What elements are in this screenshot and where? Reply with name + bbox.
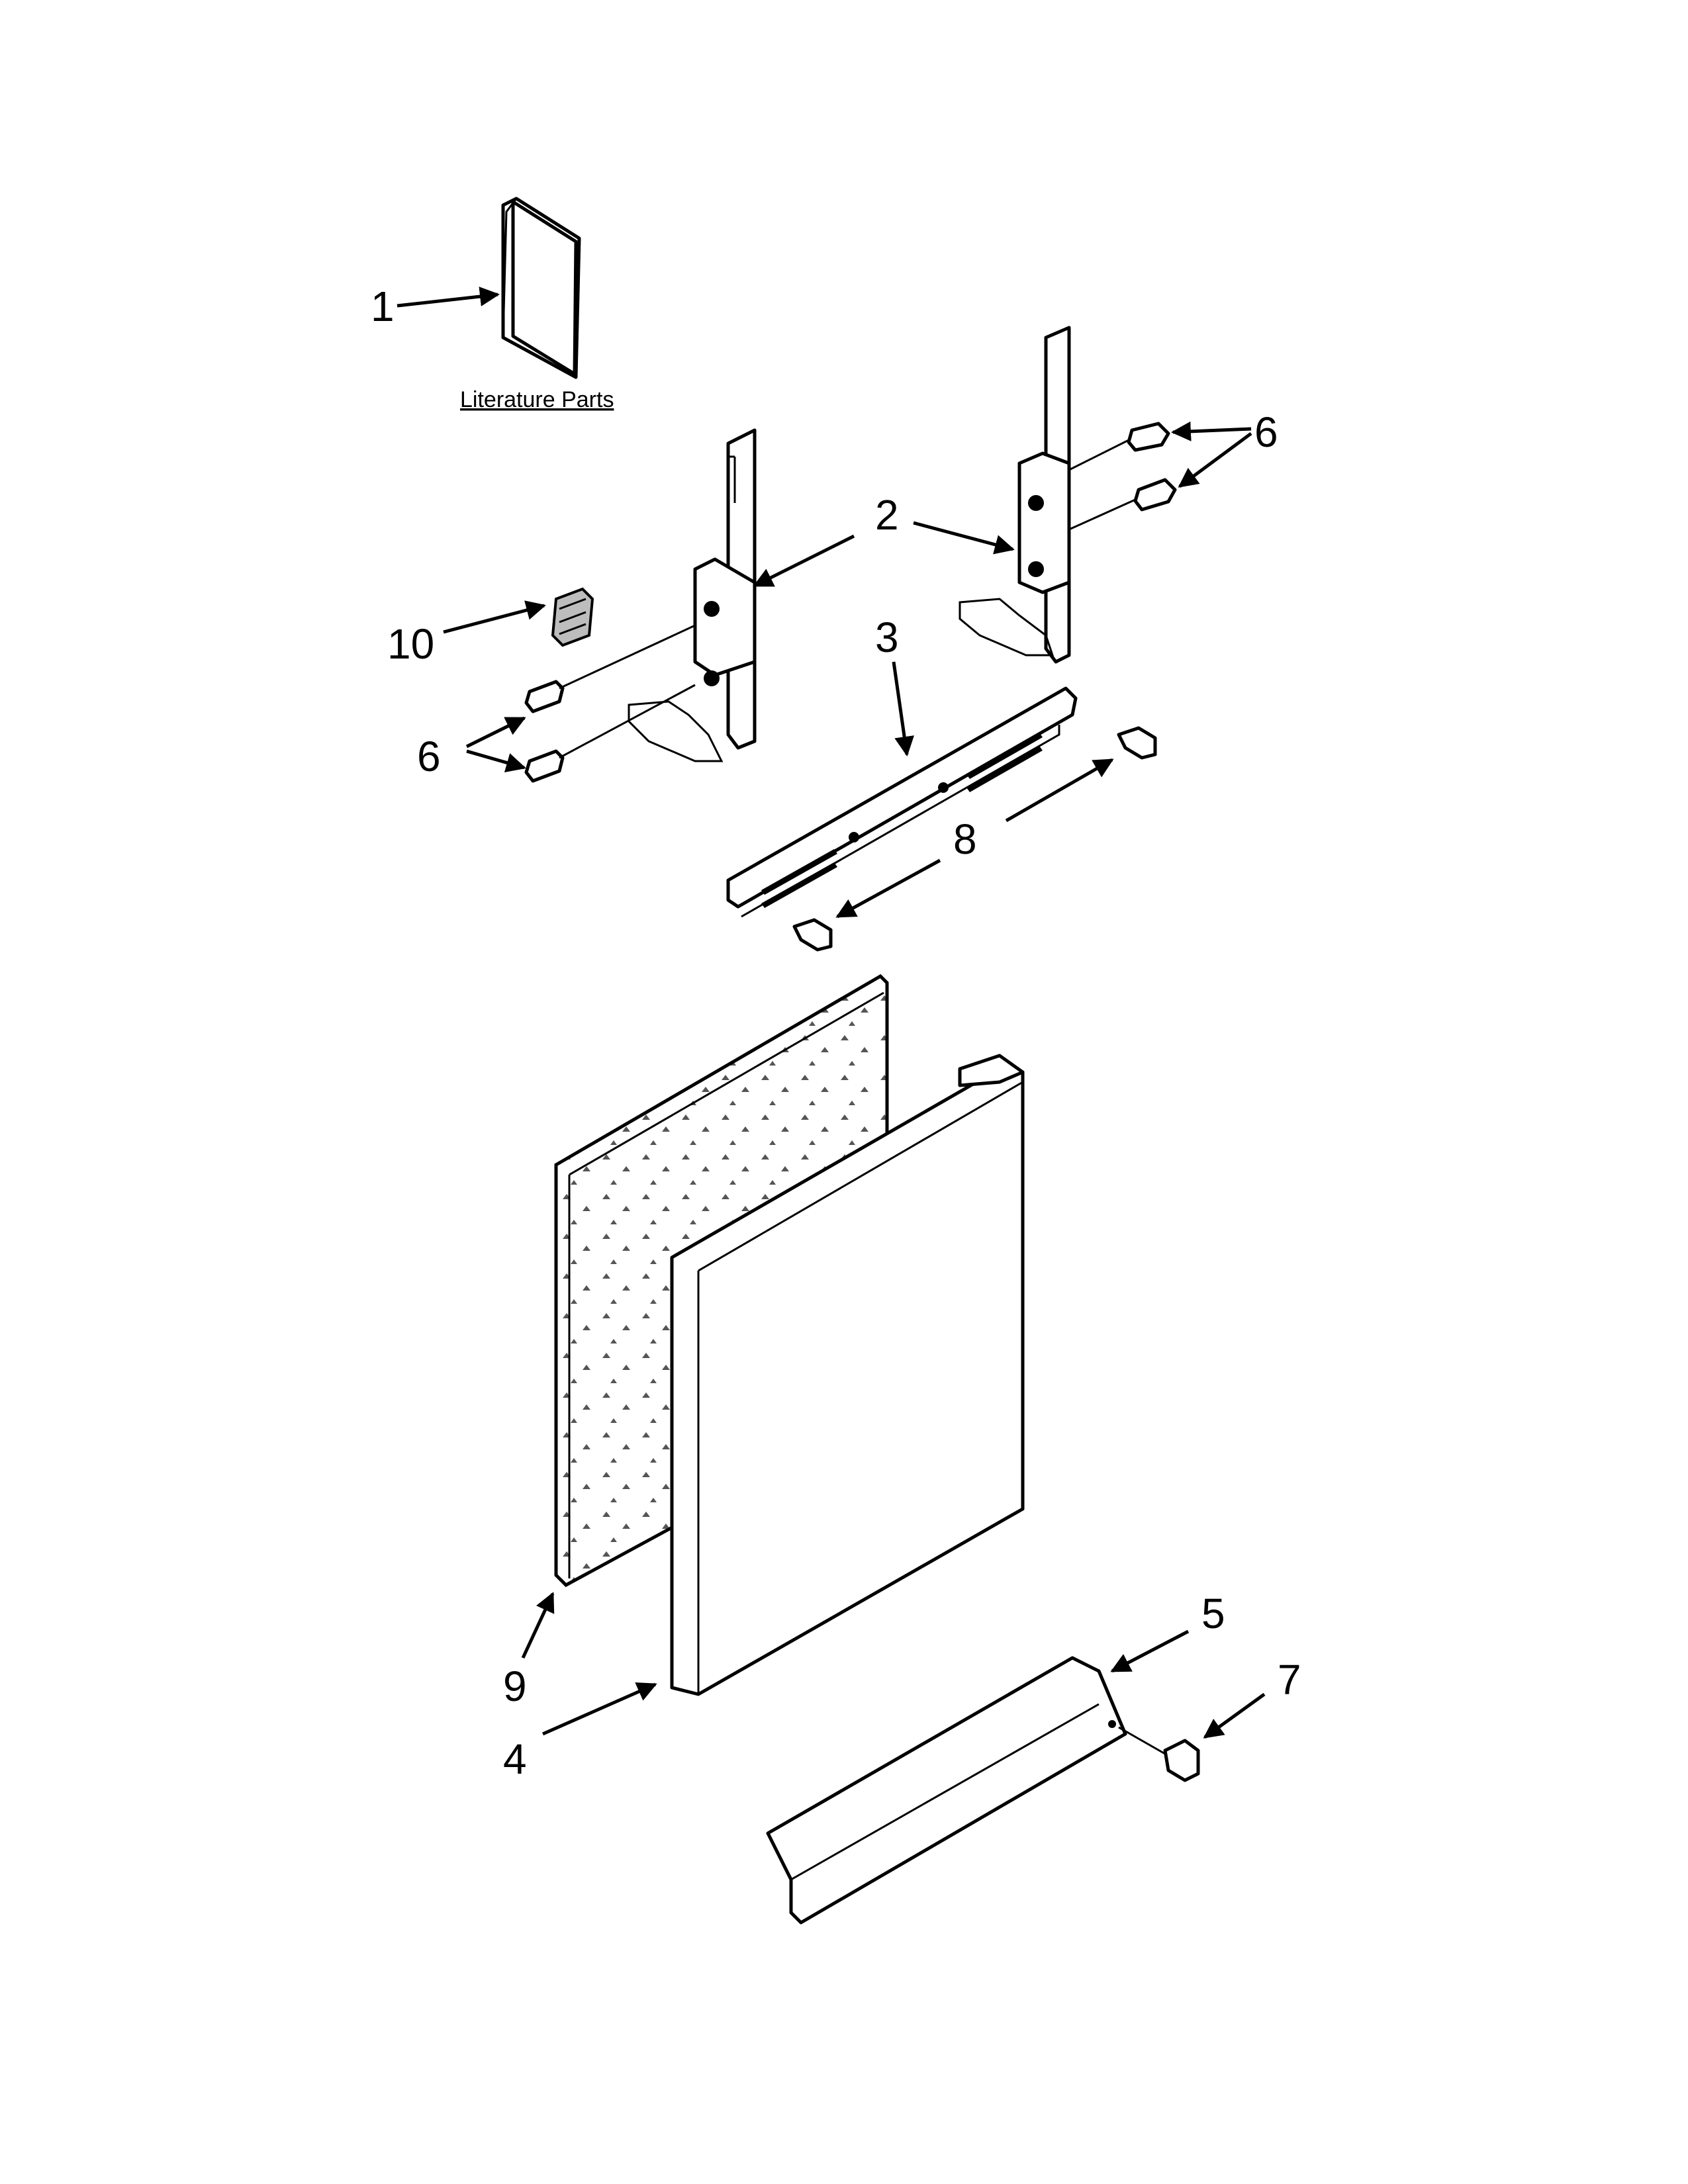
screw-left-upper [524, 624, 696, 713]
leader-7 [1203, 1692, 1266, 1739]
callout-4: 4 [503, 1735, 527, 1783]
leader-2-left [753, 534, 855, 588]
door-panel [670, 1054, 1025, 1696]
leader-4 [541, 1682, 657, 1736]
mounting-rail [726, 686, 1078, 918]
callout-5: 5 [1201, 1590, 1225, 1637]
screw-left-lower [524, 684, 696, 783]
literature-parts-label: Literature Parts [460, 387, 614, 412]
leader-8-right [1005, 758, 1114, 823]
leader-6-left-b [466, 749, 526, 772]
leader-6-right-a [1171, 421, 1252, 441]
screw-rail-right [1117, 726, 1157, 760]
callout-6-left: 6 [417, 733, 441, 780]
leader-9 [521, 1592, 555, 1659]
leader-5 [1110, 1629, 1190, 1673]
screw-rail-left [792, 918, 833, 952]
callout-7: 7 [1278, 1656, 1301, 1704]
callout-6-right: 6 [1254, 408, 1278, 456]
hinge-bracket-left [628, 428, 757, 762]
leader-6-right-b [1178, 432, 1252, 488]
leader-1 [397, 287, 500, 308]
callout-9: 9 [503, 1662, 527, 1710]
hinge-bracket-right [959, 326, 1071, 664]
callout-3: 3 [875, 614, 899, 661]
callout-2: 2 [875, 491, 899, 539]
screw-right-lower [1068, 478, 1177, 531]
callout-10: 10 [387, 620, 434, 668]
leader-8-left [835, 858, 941, 919]
toe-panel-screw [1118, 1726, 1200, 1782]
leader-3 [892, 661, 915, 756]
leader-2-right [913, 521, 1015, 555]
clip-part-10 [551, 587, 594, 647]
literature-booklet [501, 197, 581, 379]
callout-1: 1 [371, 283, 395, 330]
leader-10 [443, 600, 546, 634]
callout-8: 8 [953, 815, 977, 863]
toe-panel [766, 1656, 1127, 1925]
leader-6-left-a [465, 716, 526, 749]
screw-right-upper [1068, 422, 1170, 471]
